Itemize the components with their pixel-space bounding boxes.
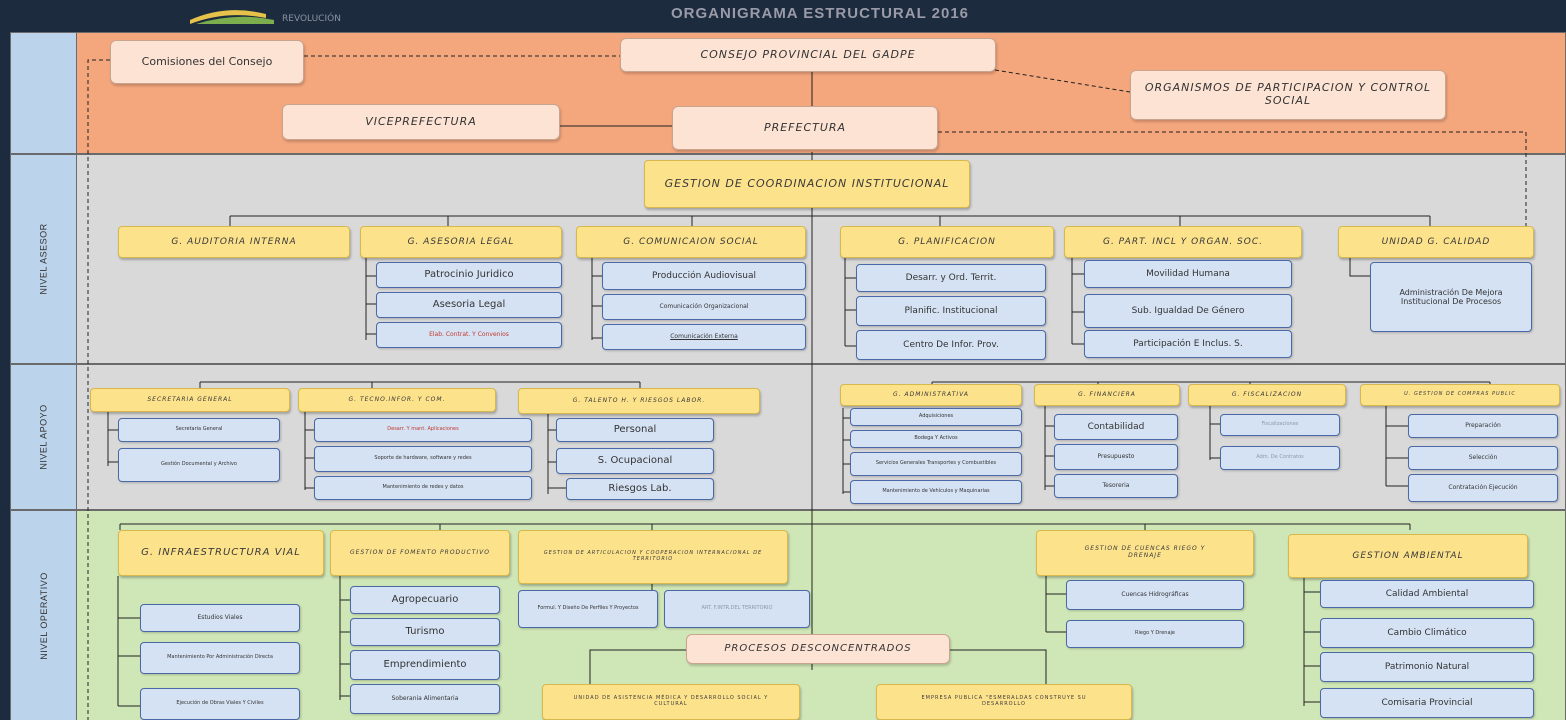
box-compras[interactable]: U. GESTION DE COMPRAS PUBLIC bbox=[1360, 384, 1560, 406]
box-talento[interactable]: G. TALENTO H. Y RIESGOS LABOR. bbox=[518, 388, 760, 414]
item-seleccion[interactable]: Selección bbox=[1408, 446, 1558, 470]
item-com-externa[interactable]: Comunicación Externa bbox=[602, 324, 806, 350]
item-igualdad[interactable]: Sub. Igualdad De Género bbox=[1084, 294, 1292, 328]
item-gestion-documental[interactable]: Gestión Documental y Archivo bbox=[118, 448, 280, 482]
box-secretaria[interactable]: SECRETARIA GENERAL bbox=[90, 388, 290, 412]
box-desconcentrados[interactable]: PROCESOS DESCONCENTRADOS bbox=[686, 634, 950, 664]
item-soporte[interactable]: Soporte de hardware, software y redes bbox=[314, 446, 532, 472]
logo: REVOLUCIÓN bbox=[190, 10, 341, 24]
item-movilidad[interactable]: Movilidad Humana bbox=[1084, 260, 1292, 288]
item-com-organizacional[interactable]: Comunicación Organizacional bbox=[602, 294, 806, 320]
item-mantenimiento-admin[interactable]: Mantenimiento Por Administración Directa bbox=[140, 642, 300, 674]
box-calidad[interactable]: UNIDAD G. CALIDAD bbox=[1338, 226, 1534, 258]
box-financiera[interactable]: G. FINANCIERA bbox=[1034, 384, 1180, 406]
item-patrocinio[interactable]: Patrocinio Juridico bbox=[376, 262, 562, 288]
item-contratacion[interactable]: Contratación Ejecución bbox=[1408, 474, 1558, 502]
item-turismo[interactable]: Turismo bbox=[350, 618, 500, 646]
box-asistencia-medica[interactable]: UNIDAD DE ASISTENCIA MÉDICA Y DESARROLLO… bbox=[542, 684, 800, 720]
box-cuencas[interactable]: GESTION DE CUENCAS RIEGO Y DRENAJE bbox=[1036, 530, 1254, 576]
box-articulacion[interactable]: GESTION DE ARTICULACION Y COOPERACION IN… bbox=[518, 530, 788, 584]
box-participacion[interactable]: G. PART. INCL Y ORGAN. SOC. bbox=[1064, 226, 1302, 258]
box-auditoria[interactable]: G. AUDITORIA INTERNA bbox=[118, 226, 350, 258]
box-consejo[interactable]: CONSEJO PROVINCIAL DEL GADPE bbox=[620, 38, 996, 72]
logo-text: REVOLUCIÓN bbox=[282, 12, 341, 24]
item-servicios-generales[interactable]: Servicios Generales Transportes y Combus… bbox=[850, 452, 1022, 476]
item-cuencas-hidrograficas[interactable]: Cuencas Hidrográficas bbox=[1066, 580, 1244, 610]
box-fomento[interactable]: GESTION DE FOMENTO PRODUCTIVO bbox=[330, 530, 510, 576]
item-cambio-climatico[interactable]: Cambio Climático bbox=[1320, 618, 1534, 648]
item-mantenimiento-redes[interactable]: Mantenimiento de redes y datos bbox=[314, 476, 532, 500]
band-side-apoyo: NIVEL APOYO bbox=[11, 365, 77, 509]
box-comunicacion[interactable]: G. COMUNICAION SOCIAL bbox=[576, 226, 806, 258]
item-estudios-viales[interactable]: Estudios Viales bbox=[140, 604, 300, 632]
box-organismos[interactable]: ORGANISMOS DE PARTICIPACION Y CONTROL SO… bbox=[1130, 70, 1446, 120]
box-coordinacion[interactable]: GESTION DE COORDINACION INSTITUCIONAL bbox=[644, 160, 970, 208]
box-viceprefectura[interactable]: VICEPREFECTURA bbox=[282, 104, 560, 140]
item-centro-infor[interactable]: Centro De Infor. Prov. bbox=[856, 330, 1046, 360]
item-comisaria-provincial[interactable]: Comisaria Provincial bbox=[1320, 688, 1534, 718]
item-presupuesto[interactable]: Presupuesto bbox=[1054, 444, 1178, 470]
item-s-ocupacional[interactable]: S. Ocupacional bbox=[556, 448, 714, 474]
item-desarr-territ[interactable]: Desarr. y Ord. Territ. bbox=[856, 264, 1046, 292]
item-riego-drenaje[interactable]: Riego Y Drenaje bbox=[1066, 620, 1244, 648]
item-secretaria-general[interactable]: Secretaria General bbox=[118, 418, 280, 442]
item-soberania[interactable]: Soberania Alimentaria bbox=[350, 684, 500, 714]
box-comisiones[interactable]: Comisiones del Consejo bbox=[110, 40, 304, 84]
item-ejecucion-obras[interactable]: Ejecución de Obras Viales Y Civiles bbox=[140, 688, 300, 720]
item-calidad-ambiental[interactable]: Calidad Ambiental bbox=[1320, 580, 1534, 608]
item-fiscalizaciones[interactable]: Fiscalizaciones bbox=[1220, 414, 1340, 436]
item-tesoreria[interactable]: Tesoreria bbox=[1054, 474, 1178, 498]
box-tecno[interactable]: G. TECNO.INFOR. Y COM. bbox=[298, 388, 496, 412]
item-formul-perfiles[interactable]: Formul. Y Diseño De Perfiles Y Proyectos bbox=[518, 590, 658, 628]
item-planific-inst[interactable]: Planific. Institucional bbox=[856, 296, 1046, 326]
item-riesgos-lab[interactable]: Riesgos Lab. bbox=[566, 478, 714, 500]
item-adquisiciones[interactable]: Adquisiciones bbox=[850, 408, 1022, 426]
box-prefectura[interactable]: PREFECTURA bbox=[672, 106, 938, 150]
box-planificacion[interactable]: G. PLANIFICACION bbox=[840, 226, 1054, 258]
item-adm-contratos[interactable]: Adm. De Contratos bbox=[1220, 446, 1340, 470]
item-mant-vehiculos[interactable]: Mantenimiento de Vehículos y Maquinarias bbox=[850, 480, 1022, 504]
box-ambiental[interactable]: GESTION AMBIENTAL bbox=[1288, 534, 1528, 578]
item-calidad-admin[interactable]: Administración De Mejora Institucional D… bbox=[1370, 262, 1532, 332]
band-side-governance bbox=[11, 33, 77, 153]
box-administrativa[interactable]: G. ADMINISTRATIVA bbox=[840, 384, 1022, 406]
band-side-operativo: NIVEL OPERATIVO bbox=[11, 511, 77, 720]
item-art-territorio[interactable]: ART. F.INTR.DEL TERRITORIO bbox=[664, 590, 810, 628]
item-desarr-aplicaciones[interactable]: Desarr. Y mant. Aplicaciones bbox=[314, 418, 532, 442]
item-contabilidad[interactable]: Contabilidad bbox=[1054, 414, 1178, 440]
item-elab-contrat[interactable]: Elab. Contrat. Y Convenios bbox=[376, 322, 562, 348]
box-empresa-publica[interactable]: EMPRESA PUBLICA "ESMERALDAS CONSTRUYE SU… bbox=[876, 684, 1132, 720]
box-asesoria[interactable]: G. ASESORIA LEGAL bbox=[360, 226, 562, 258]
item-personal[interactable]: Personal bbox=[556, 418, 714, 442]
item-bodega[interactable]: Bodega Y Activos bbox=[850, 430, 1022, 448]
page-title: ORGANIGRAMA ESTRUCTURAL 2016 bbox=[670, 5, 970, 22]
box-fiscalizacion[interactable]: G. FISCALIZACION bbox=[1188, 384, 1346, 406]
box-infraestructura[interactable]: G. INFRAESTRUCTURA VIAL bbox=[118, 530, 324, 576]
item-preparacion[interactable]: Preparación bbox=[1408, 414, 1558, 438]
item-emprendimiento[interactable]: Emprendimiento bbox=[350, 650, 500, 680]
item-produccion[interactable]: Producción Audiovisual bbox=[602, 262, 806, 290]
item-participacion-inclus[interactable]: Participación E Inclus. S. bbox=[1084, 330, 1292, 358]
item-patrimonio-natural[interactable]: Patrimonio Natural bbox=[1320, 652, 1534, 682]
item-agropecuario[interactable]: Agropecuario bbox=[350, 586, 500, 614]
item-asesoria-legal[interactable]: Asesoria Legal bbox=[376, 292, 562, 318]
top-bar: REVOLUCIÓN ORGANIGRAMA ESTRUCTURAL 2016 bbox=[0, 0, 1566, 26]
band-side-asesor: NIVEL ASESOR bbox=[11, 155, 77, 363]
